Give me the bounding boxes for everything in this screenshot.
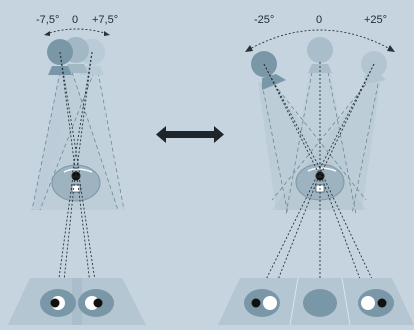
left-arc-arrow-left — [44, 31, 50, 36]
pupil-icon — [50, 298, 60, 308]
right-sight-lines — [255, 62, 383, 301]
right-angle-label-zero: 0 — [316, 14, 323, 26]
right-head-minus — [251, 51, 286, 90]
right-head-zero — [307, 37, 333, 73]
right-floor-eyes — [244, 289, 394, 317]
left-arc-arrow-right — [104, 31, 110, 36]
double-arrow-icon — [156, 126, 224, 143]
left-panel — [8, 28, 146, 325]
left-head-minus — [47, 39, 73, 75]
left-cone-outlines — [31, 71, 125, 211]
right-arc-arrow-left — [245, 45, 253, 52]
left-eye-disc — [51, 164, 101, 202]
left-angle-label-minus: -7,5° — [36, 14, 60, 26]
left-angle-label-plus: +7,5° — [92, 14, 119, 26]
left-angle-arc — [45, 28, 109, 35]
right-panel — [218, 29, 414, 326]
right-arc-arrow-right — [387, 45, 395, 52]
right-angle-arc — [247, 29, 393, 51]
right-angle-label-minus: -25° — [254, 14, 275, 26]
left-angle-label-zero: 0 — [72, 14, 79, 26]
right-angle-label-plus: +25° — [364, 14, 388, 26]
left-floor-eyes — [40, 289, 114, 317]
right-head-plus — [361, 51, 387, 84]
right-cone-outlines — [261, 71, 379, 215]
